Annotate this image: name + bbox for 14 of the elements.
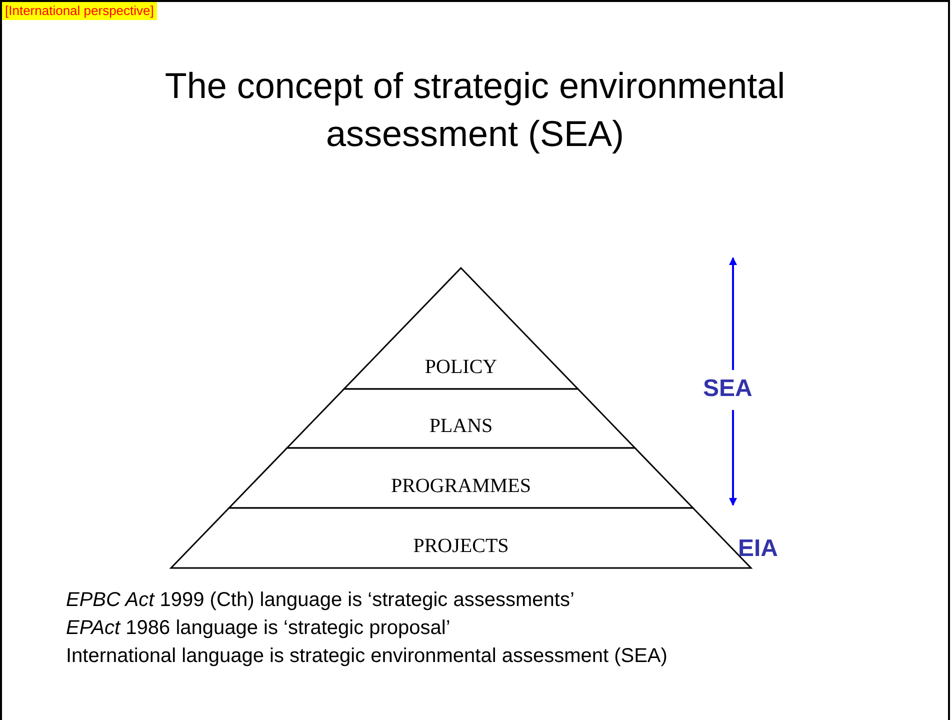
pyramid-tier xyxy=(287,389,635,448)
range-label: SEA xyxy=(703,374,752,404)
section-tag: [International perspective] xyxy=(2,2,157,20)
tier-label: POLICY xyxy=(424,355,498,379)
tier-label: PROGRAMMES xyxy=(390,474,532,498)
tier-label: PLANS xyxy=(429,414,493,438)
note-text: EPAct 1986 language is ‘strategic proposal’ xyxy=(66,616,452,641)
pyramid-tier xyxy=(229,448,693,508)
pyramid-tier xyxy=(344,268,578,389)
note-text: International language is strategic environmental assessment (SEA) xyxy=(66,644,668,669)
note-text: EPBC Act 1999 (Cth) language is ‘strategic assessments’ xyxy=(66,588,576,613)
slide-title: The concept of strategic environmental assessment (SEA) xyxy=(164,64,786,156)
range-label: EIA xyxy=(738,534,778,564)
tier-label: PROJECTS xyxy=(413,534,509,558)
